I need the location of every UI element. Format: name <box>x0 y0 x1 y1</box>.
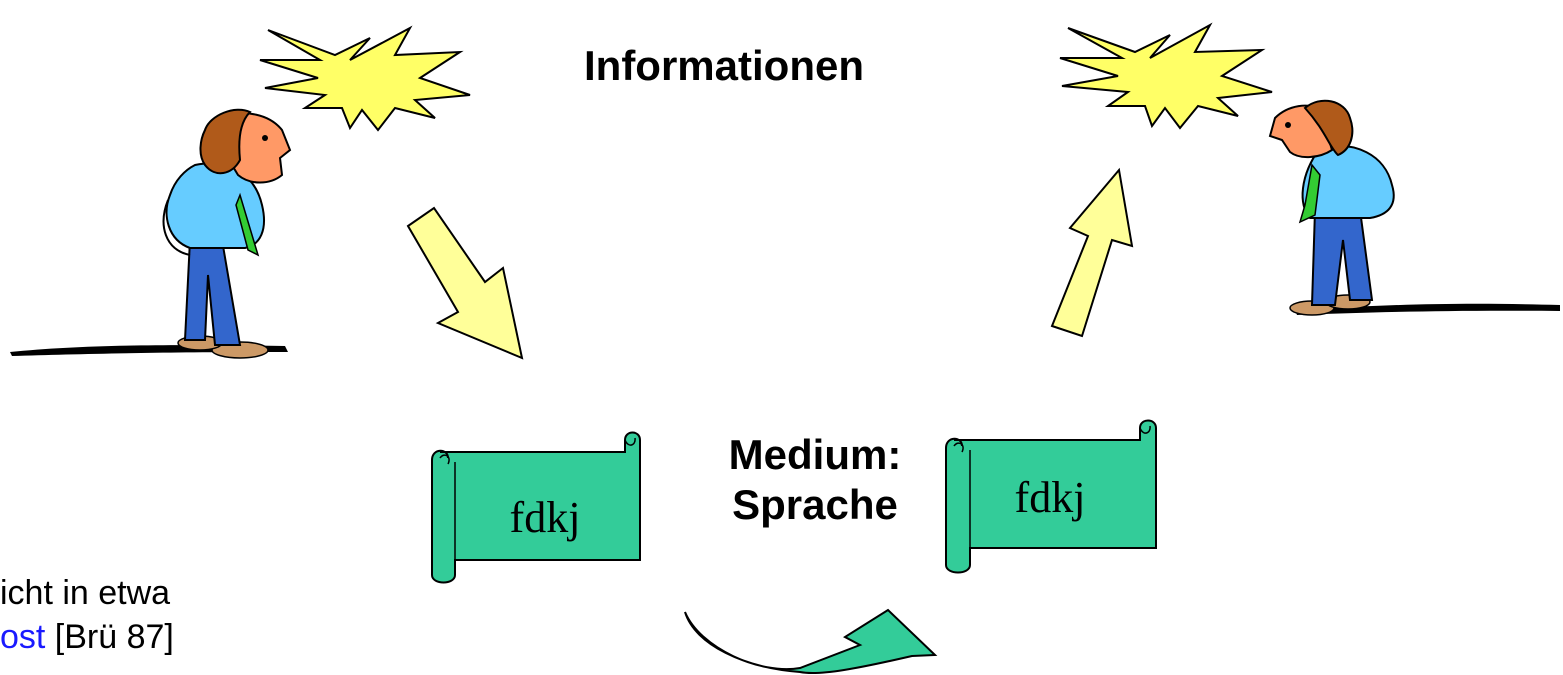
citation-ref: [Brü 87] <box>45 618 174 656</box>
arrow-icon <box>406 206 524 360</box>
idea-burst-icon <box>259 25 471 132</box>
citation-link[interactable]: ost <box>0 618 46 656</box>
scroll-icon <box>431 431 641 584</box>
idea-burst-icon <box>1059 22 1273 130</box>
medium-label-line1: Medium: <box>728 431 902 478</box>
scroll-icon <box>945 419 1157 574</box>
note-line-2: ost [Brü 87] <box>0 616 174 658</box>
curved-arrow-icon <box>684 608 938 675</box>
diagram-title: Informationen <box>584 42 864 89</box>
person-icon <box>10 108 292 359</box>
medium-label-line2: Sprache <box>732 481 898 528</box>
scroll-text: fdkj <box>1015 473 1086 522</box>
arrow-icon <box>1050 167 1134 338</box>
note-line-1: icht in etwa <box>0 574 171 612</box>
medium-label: Medium: Sprache <box>690 430 940 530</box>
person-icon <box>1268 99 1560 316</box>
scroll-text: fdkj <box>510 493 581 542</box>
